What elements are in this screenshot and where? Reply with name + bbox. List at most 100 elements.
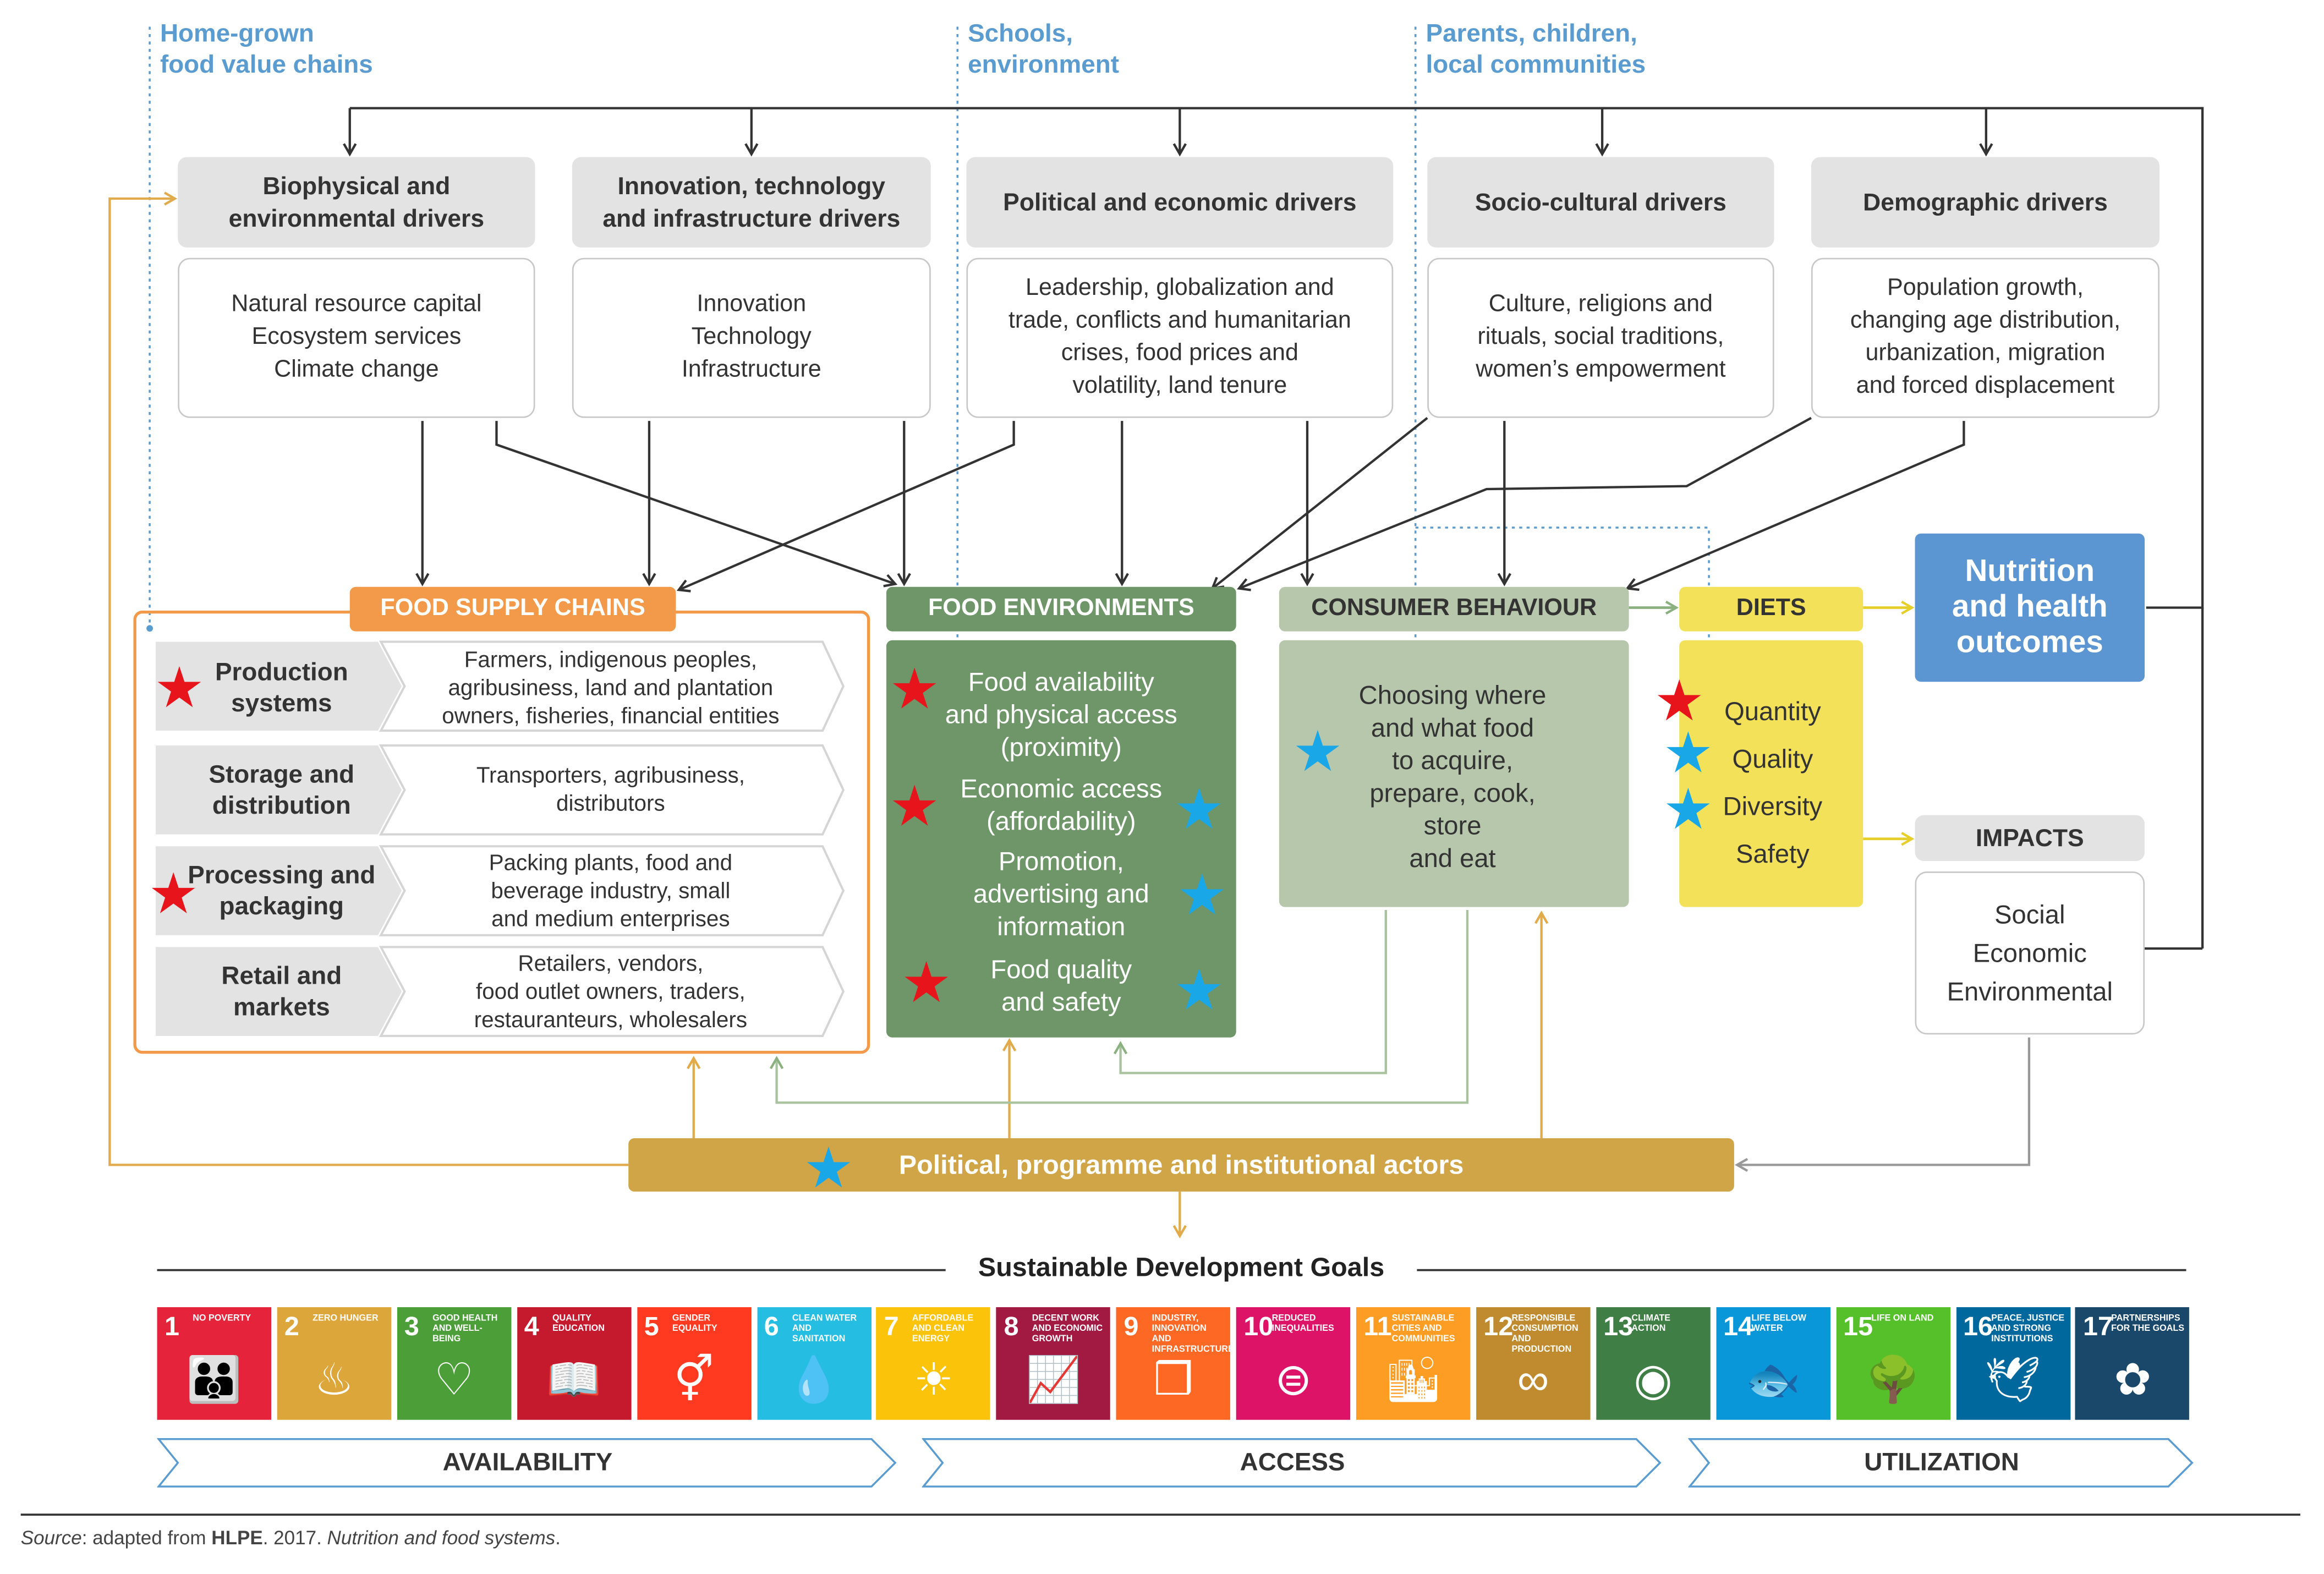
fish-icon: 🐟	[1745, 1356, 1801, 1405]
blue-star-icon: ★	[1292, 721, 1343, 785]
sdg-number: 2	[284, 1312, 299, 1341]
sdg-number: 10	[1243, 1312, 1274, 1341]
water-drop-icon: 💧	[786, 1356, 842, 1405]
consumer-behaviour-label: CONSUMER BEHAVIOUR	[1279, 586, 1629, 632]
red-star-icon: ★	[889, 776, 940, 839]
driver-demographic-title: Demographic drivers	[1811, 157, 2160, 248]
family-icon: 👪	[186, 1356, 242, 1405]
blue-star-icon: ★	[803, 1138, 854, 1201]
sdg-tile-6: 6Clean water and sanitation💧	[757, 1307, 871, 1420]
impacts-label: IMPACTS	[1915, 815, 2145, 862]
sdg-label: Reduced inequalities	[1271, 1314, 1334, 1334]
blue-star-icon: ★	[1663, 723, 1714, 786]
sdg-label: No poverty	[193, 1314, 251, 1324]
supply-chain-chevrons	[155, 640, 845, 1038]
red-star-icon: ★	[901, 953, 952, 1016]
sdg-number: 13	[1603, 1312, 1634, 1341]
sdg-number: 7	[884, 1312, 899, 1341]
sdg-label: Peace, justice and strong institutions	[1991, 1314, 2065, 1345]
sdg-label: Life below water	[1751, 1314, 1807, 1334]
growth-chart-icon: 📈	[1026, 1356, 1082, 1405]
context-label-schools: Schools,environment	[968, 19, 1119, 79]
phase-arrow	[922, 1438, 1662, 1488]
sdg-label: Good health and well-being	[432, 1314, 498, 1345]
sdg-number: 3	[404, 1312, 419, 1341]
driver-demographic-items: Population growth,changing age distribut…	[1811, 257, 2160, 418]
food-supply-chains-label: FOOD SUPPLY CHAINS	[349, 586, 676, 632]
sdg-tile-16: 16Peace, justice and strong institutions…	[1955, 1307, 2070, 1420]
phase-access: ACCESS	[922, 1438, 1663, 1488]
driver-sociocultural-title: Socio-cultural drivers	[1427, 157, 1774, 248]
sdg-label: Life on land	[1871, 1314, 1934, 1324]
sdg-label: Sustainable cities and communities	[1391, 1314, 1455, 1345]
sdg-number: 1	[165, 1312, 180, 1341]
actors-bar: Political, programme and institutional a…	[628, 1138, 1734, 1192]
gender-icon: ⚥	[673, 1356, 714, 1405]
sdg-label: Responsible consumption and production	[1511, 1314, 1578, 1355]
blue-star-icon: ★	[1174, 779, 1225, 842]
sdg-label: Quality education	[552, 1314, 605, 1334]
sdg-tile-10: 10Reduced inequalities ⊜	[1236, 1307, 1351, 1420]
sdg-label: Clean water and sanitation	[792, 1314, 857, 1345]
sun-icon: ☀	[913, 1356, 954, 1405]
sdg-tile-11: 11Sustainable cities and communities🏙	[1356, 1307, 1471, 1420]
fe-affordability-text: Economic access(affordability)	[960, 774, 1163, 836]
sdg-tile-15: 15Life on land🌳	[1835, 1307, 1950, 1420]
phase-arrow	[157, 1438, 897, 1488]
heartbeat-icon: ♡	[434, 1356, 474, 1405]
sdg-number: 16	[1963, 1312, 1993, 1341]
infinity-icon: ∞	[1517, 1356, 1549, 1405]
sdg-number: 17	[2082, 1312, 2113, 1341]
sdg-label: Gender equality	[672, 1314, 717, 1334]
red-star-icon: ★	[889, 659, 940, 722]
blue-star-icon: ★	[1176, 865, 1227, 928]
sdg-tile-7: 7Affordable and clean energy☀	[876, 1307, 991, 1420]
sdg-number: 5	[644, 1312, 659, 1341]
phase-arrow	[1688, 1438, 2194, 1488]
sdg-tile-8: 8 Decent work and economic growth 📈	[996, 1307, 1111, 1420]
tree-icon: 🌳	[1865, 1356, 1921, 1405]
book-icon: 📖	[546, 1356, 602, 1405]
source-note: Source: adapted from HLPE. 2017. Nutriti…	[20, 1526, 561, 1549]
red-star-icon: ★	[148, 864, 199, 926]
red-star-icon: ★	[1654, 671, 1705, 734]
sdg-title: Sustainable Development Goals	[978, 1252, 1385, 1282]
diets-label: DIETS	[1679, 586, 1863, 632]
sdg-number: 14	[1723, 1312, 1753, 1341]
sdg-tile-2: 2Zero hunger♨	[277, 1307, 391, 1420]
sdg-label: Decent work and economic growth	[1032, 1314, 1103, 1345]
sdg-number: 9	[1123, 1312, 1139, 1341]
sdg-number: 4	[524, 1312, 539, 1341]
sdg-tile-4: 4 Quality education 📖	[517, 1307, 631, 1420]
sdg-tile-9: 9 Industry, innovation and infrastructure…	[1116, 1307, 1231, 1420]
driver-political-title: Political and economic drivers	[966, 157, 1394, 248]
sdg-number: 12	[1483, 1312, 1514, 1341]
sdg-tile-5: 5 Gender equality ⚥	[637, 1307, 751, 1420]
sdg-number: 8	[1004, 1312, 1019, 1341]
equal-icon: ⊜	[1274, 1356, 1312, 1405]
sdg-label: Industry, innovation and infrastructure	[1152, 1314, 1231, 1355]
blue-star-icon: ★	[1174, 960, 1225, 1023]
sdg-tile-13: 13Climate action◉	[1596, 1307, 1711, 1420]
retail-markets-desc: Retailers, vendors,food outlet owners, t…	[474, 951, 748, 1033]
flower-icon: ✿	[2114, 1356, 2152, 1405]
sdg-tile-17: 17Partnerships for the goals✿	[2075, 1307, 2190, 1420]
context-label-communities: Parents, children,local communities	[1426, 19, 1646, 79]
diets-box	[1679, 640, 1863, 907]
red-star-icon: ★	[154, 658, 205, 721]
phase-utilization: UTILIZATION	[1688, 1438, 2195, 1488]
